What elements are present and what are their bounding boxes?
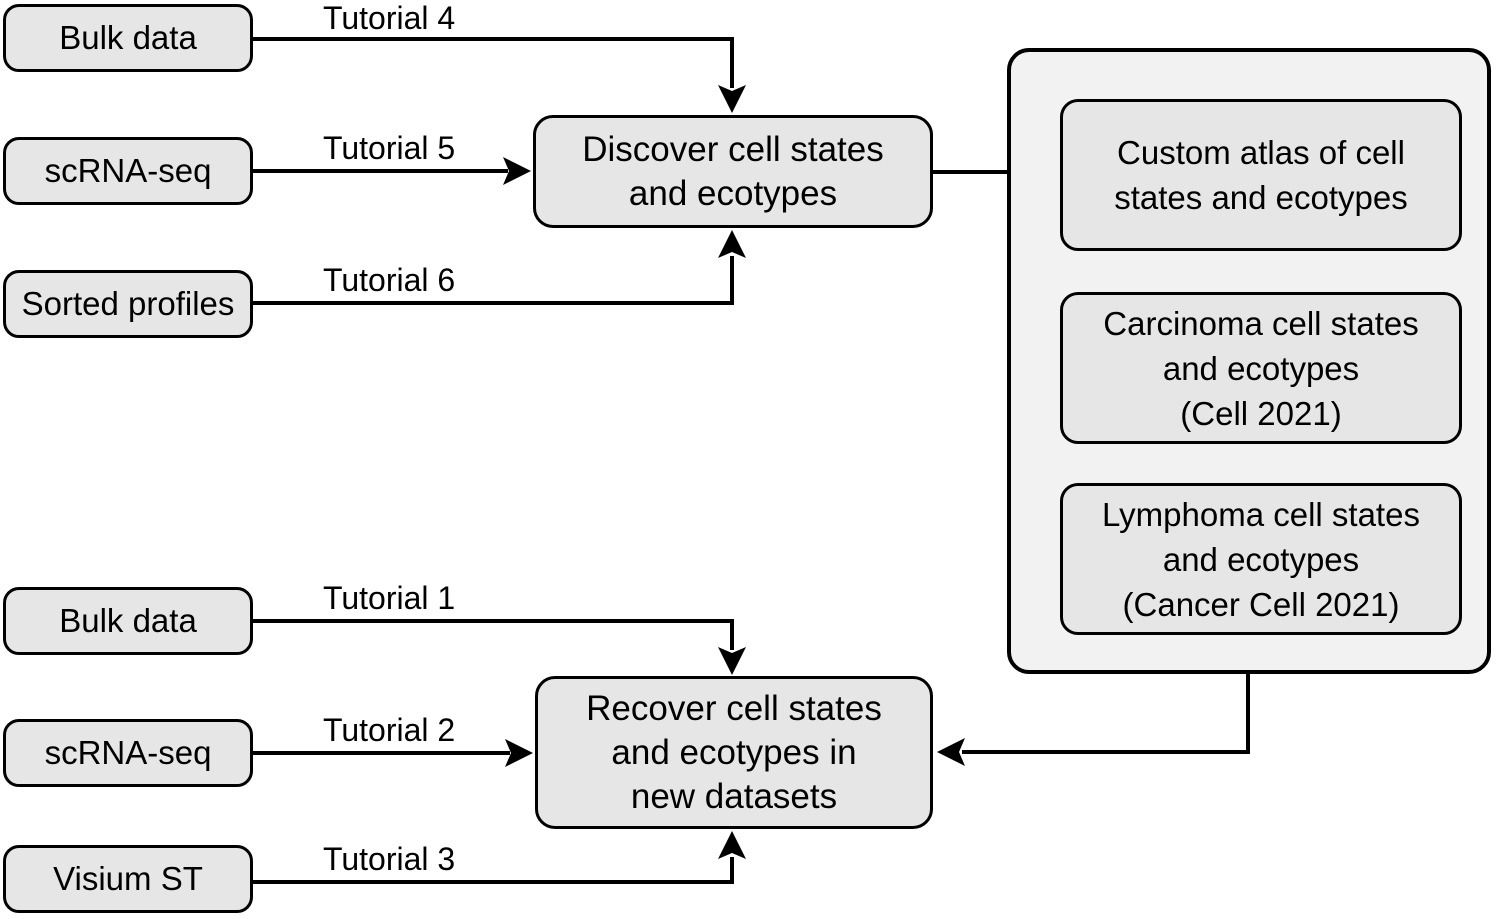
node-sorted-profiles: Sorted profiles	[3, 270, 253, 338]
edge-tutorial-1	[253, 619, 734, 650]
edge-label-tutorial-4: Tutorial 4	[323, 0, 456, 36]
node-label: Bulk data	[59, 602, 197, 640]
node-bulk-data-top: Bulk data	[3, 4, 253, 72]
arrowhead-tutorial-2	[505, 739, 533, 767]
node-label-line: (Cell 2021)	[1180, 394, 1342, 432]
node-label-line: Carcinoma cell states	[1103, 304, 1419, 342]
node-recover-cell-states: Recover cell states and ecotypes in new …	[535, 676, 933, 829]
node-label-line: Recover cell states	[586, 688, 882, 728]
edge-atlas-to-recover	[962, 674, 1250, 754]
node-scrna-seq-bottom: scRNA-seq	[3, 719, 253, 787]
atlas-options-panel: Custom atlas of cell states and ecotypes…	[1007, 48, 1491, 674]
node-bulk-data-bottom: Bulk data	[3, 587, 253, 655]
arrowhead-tutorial-4	[718, 85, 746, 113]
node-label: scRNA-seq	[44, 152, 212, 190]
node-label-line: Custom atlas of cell	[1117, 134, 1405, 171]
node-label-line: Lymphoma cell states	[1102, 495, 1420, 533]
node-carcinoma-atlas: Carcinoma cell states and ecotypes (Cell…	[1060, 292, 1462, 444]
edge-label-tutorial-5: Tutorial 5	[323, 130, 456, 166]
node-scrna-seq-top: scRNA-seq	[3, 137, 253, 205]
node-label: Sorted profiles	[21, 285, 235, 323]
arrowhead-tutorial-1	[718, 647, 746, 675]
arrowhead-tutorial-6	[718, 230, 746, 258]
node-label-line: and ecotypes	[1162, 349, 1360, 387]
edge-label-tutorial-1: Tutorial 1	[323, 580, 456, 616]
node-custom-atlas: Custom atlas of cell states and ecotypes	[1060, 99, 1462, 251]
arrowhead-atlas-to-recover	[937, 738, 965, 766]
node-label-line: and ecotypes	[628, 173, 838, 213]
node-label-line: Discover cell states	[582, 129, 884, 169]
node-discover-cell-states: Discover cell states and ecotypes	[533, 115, 933, 228]
node-visium-st: Visium ST	[3, 845, 253, 913]
node-label: scRNA-seq	[44, 734, 212, 772]
edge-label-tutorial-2: Tutorial 2	[323, 712, 456, 748]
node-label-line: new datasets	[630, 776, 838, 816]
node-label-line: (Cancer Cell 2021)	[1122, 585, 1400, 623]
node-label-line: and ecotypes	[1162, 540, 1360, 578]
node-label: Bulk data	[59, 19, 197, 57]
edge-tutorial-4	[253, 37, 734, 88]
arrowhead-tutorial-5	[503, 157, 531, 185]
arrowhead-tutorial-3	[718, 831, 746, 859]
edge-label-tutorial-6: Tutorial 6	[323, 262, 456, 298]
node-lymphoma-atlas: Lymphoma cell states and ecotypes (Cance…	[1060, 483, 1462, 635]
edge-label-tutorial-3: Tutorial 3	[323, 841, 456, 877]
node-label-line: and ecotypes in	[611, 732, 857, 772]
node-label-line: states and ecotypes	[1114, 179, 1408, 216]
node-label: Visium ST	[53, 860, 203, 898]
